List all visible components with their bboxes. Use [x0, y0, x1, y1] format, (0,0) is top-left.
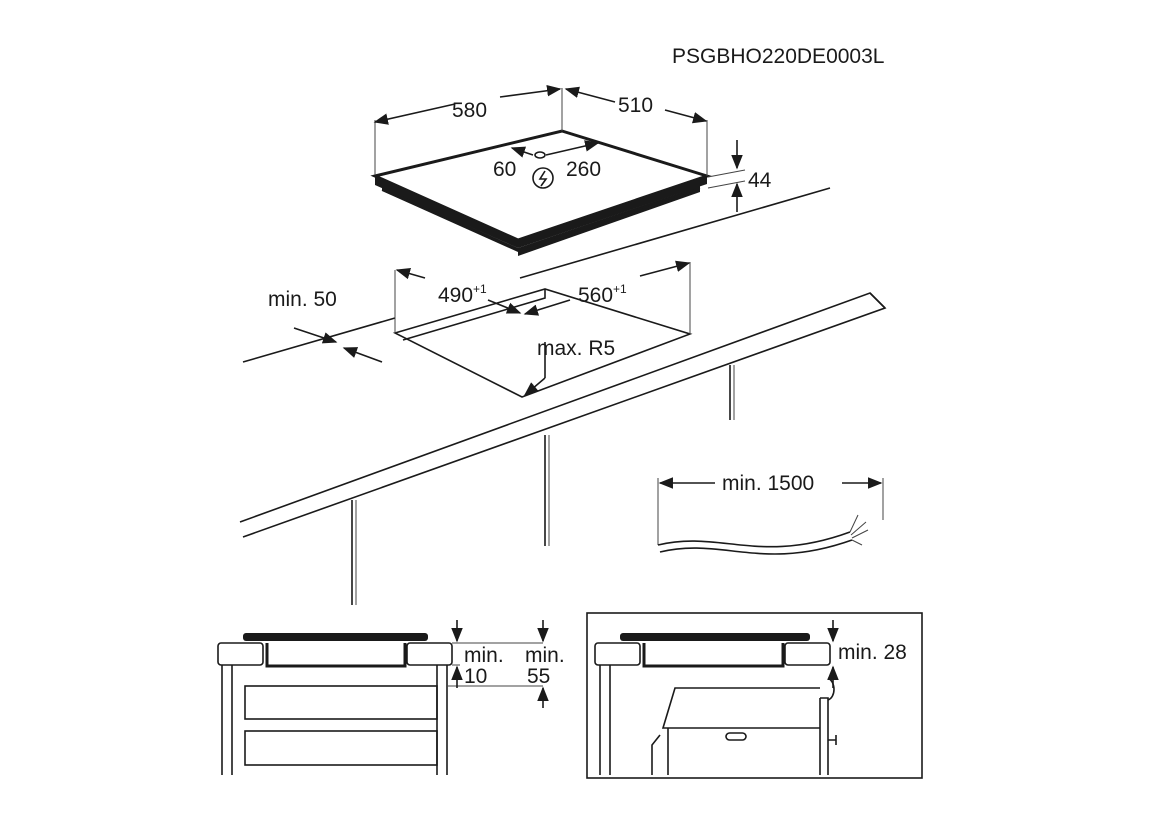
cutout-width-label: 490+1	[438, 282, 487, 307]
worktop-illustration	[239, 187, 887, 605]
drawer-installation-view	[217, 620, 549, 775]
corner-radius-label: max. R5	[537, 337, 615, 360]
hob-depth-label: 510	[618, 94, 653, 117]
gap-a-value: 10	[464, 665, 487, 688]
hob-illustration	[370, 85, 746, 256]
oven-gap-label: min. 28	[838, 641, 907, 664]
cable-illustration	[657, 477, 884, 555]
electrical-connection-icon	[532, 167, 554, 189]
oven-installation-view	[586, 612, 923, 779]
cutout-depth-label: 560+1	[578, 282, 627, 307]
gap-b-label: min.	[525, 644, 565, 667]
hob-height-label: 44	[748, 169, 772, 192]
connection-right-label: 260	[566, 158, 601, 181]
connection-left-label: 60	[493, 158, 516, 181]
cable-length-label: min. 1500	[722, 472, 814, 495]
min-front-distance-label: min. 50	[268, 288, 337, 311]
hob-width-label: 580	[452, 99, 487, 122]
gap-a-label: min.	[464, 644, 504, 667]
gap-b-value: 55	[527, 665, 550, 688]
drawing-code: PSGBHO220DE0003L	[672, 45, 884, 68]
